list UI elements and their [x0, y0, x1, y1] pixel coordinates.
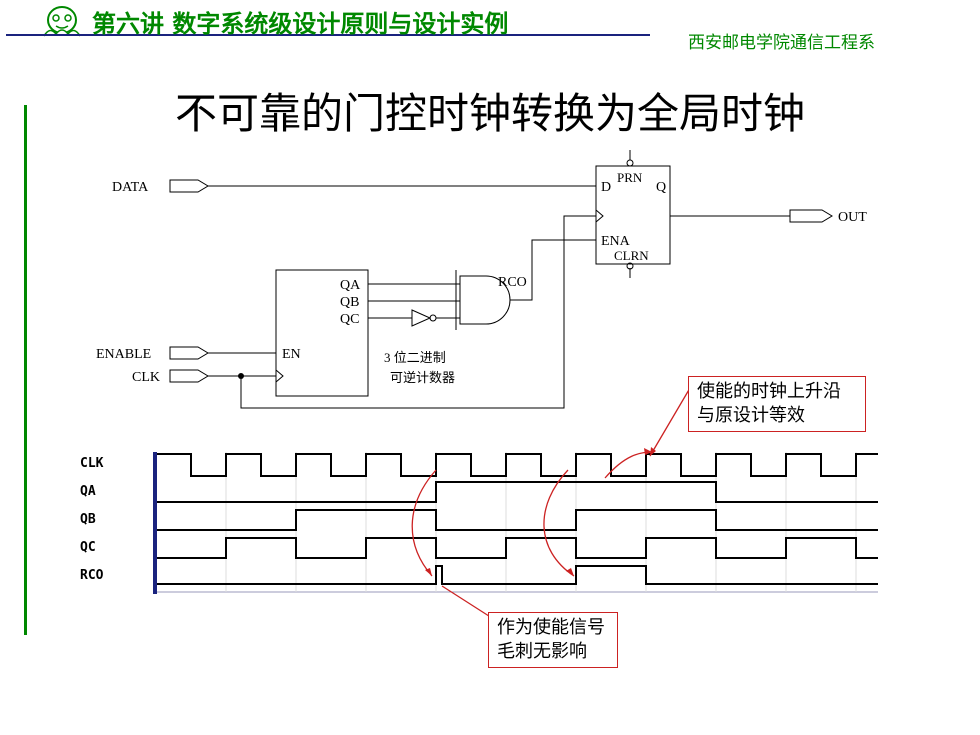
counter-block	[275, 269, 369, 397]
wave-rco	[157, 565, 878, 585]
dff-q-label: Q	[656, 180, 666, 195]
top-callout: 使能的时钟上升沿与原设计等效	[688, 376, 866, 432]
prn-bubble	[626, 159, 634, 167]
waveform-axis	[153, 452, 157, 594]
wave-label-qa: QA	[80, 484, 96, 499]
clrn-bubble	[626, 262, 634, 270]
dff-clrn-label: CLRN	[614, 248, 649, 263]
slide-title: 不可靠的门控时钟转换为全局时钟	[174, 89, 805, 138]
data-input-port	[169, 179, 209, 193]
out-port	[789, 209, 833, 223]
mascot-icon	[43, 6, 81, 37]
bottom-callout: 作为使能信号毛刺无影响	[488, 612, 618, 668]
wave-label-qc: QC	[80, 540, 96, 555]
top-callout-pointer	[649, 387, 691, 457]
dff-prn-label: PRN	[617, 170, 643, 185]
arrowhead-top-pointer	[650, 447, 656, 456]
clk-input-port	[169, 369, 209, 383]
and-gate	[459, 275, 511, 325]
left-accent-bar	[24, 105, 27, 635]
arrowhead-clk	[644, 448, 652, 455]
enable-label: ENABLE	[96, 347, 151, 362]
wave-qa	[157, 481, 878, 503]
wave-clk	[157, 453, 878, 477]
arrow-clk-to-rco	[543, 469, 575, 577]
counter-qc-label: QC	[340, 312, 359, 327]
dff-d-label: D	[601, 180, 611, 195]
clk-global-wire	[240, 215, 596, 409]
counter-caption-line1: 3 位二进制	[384, 350, 446, 365]
clk-label: CLK	[132, 370, 160, 385]
counter-en-label: EN	[282, 347, 301, 362]
arrow-rco-to-clk	[604, 451, 653, 479]
dff-clock-marker	[595, 209, 604, 223]
counter-caption-line2: 可逆计数器	[390, 370, 455, 385]
data-label: DATA	[112, 180, 149, 195]
wave-label-qb: QB	[80, 512, 96, 527]
out-label: OUT	[838, 210, 867, 225]
bottom-callout-pointer	[441, 585, 493, 619]
wave-label-clk: CLK	[80, 456, 104, 471]
counter-qa-label: QA	[340, 278, 361, 293]
inverter-gate	[411, 309, 432, 327]
arrowhead-glitch	[425, 568, 432, 576]
dff-ena-label: ENA	[601, 234, 631, 249]
wave-qc	[157, 537, 878, 559]
counter-qb-label: QB	[340, 295, 359, 310]
rco-label: RCO	[498, 275, 527, 290]
wave-label-rco: RCO	[80, 568, 104, 583]
wave-qb	[157, 509, 878, 531]
enable-input-port	[169, 346, 209, 360]
header-decoration	[6, 6, 650, 37]
rco-wire	[510, 239, 596, 301]
clk-junction-dot	[238, 373, 244, 379]
dff-block	[595, 165, 671, 265]
arrowhead-rco	[566, 568, 574, 576]
course-title: 第六讲 数字系统级设计原则与设计实例	[92, 10, 509, 38]
department-name: 西安邮电学院通信工程系	[688, 33, 875, 53]
arrow-clk-to-glitch	[411, 469, 437, 577]
counter-clock-marker	[275, 369, 284, 383]
